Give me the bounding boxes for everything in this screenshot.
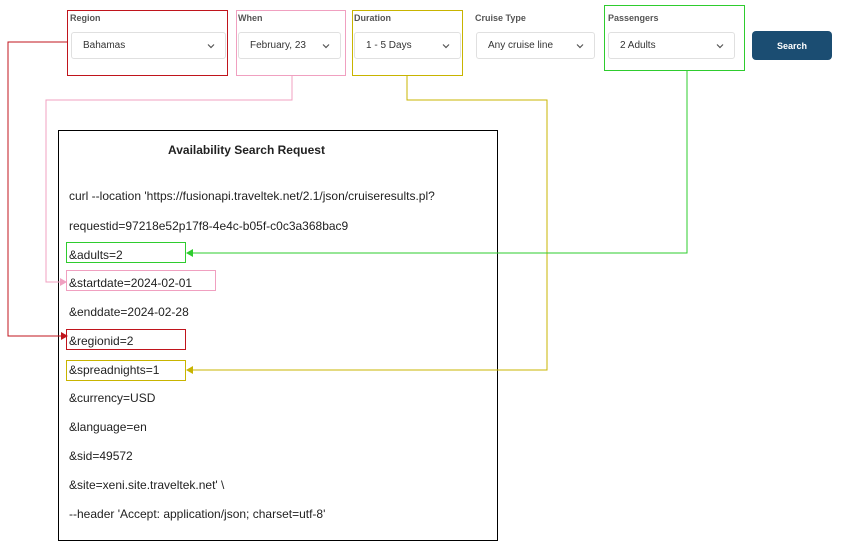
request-line: &enddate=2024-02-28 (69, 305, 189, 319)
duration-highlight (352, 10, 463, 76)
cruise-type-label: Cruise Type (475, 13, 526, 23)
spreadnights-param-highlight (66, 360, 186, 381)
duration-label: Duration (354, 13, 391, 23)
request-line: curl --location 'https://fusionapi.trave… (69, 189, 435, 203)
when-value: February, 23 (250, 40, 306, 51)
region-select[interactable]: Bahamas (71, 32, 226, 59)
duration-value: 1 - 5 Days (366, 40, 412, 51)
chevron-down-icon (322, 44, 330, 49)
chevron-down-icon (442, 44, 450, 49)
request-line: &spreadnights=1 (69, 363, 160, 377)
chevron-down-icon (716, 44, 724, 49)
passengers-value: 2 Adults (620, 40, 656, 51)
request-line: &site=xeni.site.traveltek.net' \ (69, 478, 225, 492)
startdate-param-highlight (66, 270, 216, 291)
request-line: &sid=49572 (69, 449, 133, 463)
request-title: Availability Search Request (168, 143, 325, 157)
region-highlight (67, 10, 228, 76)
chevron-down-icon (207, 44, 215, 49)
passengers-highlight (604, 5, 745, 71)
passengers-select[interactable]: 2 Adults (608, 32, 735, 59)
duration-select[interactable]: 1 - 5 Days (354, 32, 461, 59)
regionid-param-highlight (66, 329, 186, 350)
passengers-label: Passengers (608, 13, 659, 23)
request-line: requestid=97218e52p17f8-4e4c-b05f-c0c3a3… (69, 219, 349, 233)
adults-param-highlight (66, 242, 186, 263)
search-button[interactable]: Search (752, 31, 832, 60)
chevron-down-icon (576, 44, 584, 49)
request-line: --header 'Accept: application/json; char… (69, 507, 326, 521)
cruise-type-value: Any cruise line (488, 40, 554, 51)
when-select[interactable]: February, 23 (238, 32, 341, 59)
region-value: Bahamas (83, 40, 126, 51)
when-highlight (236, 10, 346, 76)
cruise-type-select[interactable]: Any cruise line (476, 32, 595, 59)
request-line: &language=en (69, 420, 147, 434)
region-label: Region (70, 13, 101, 23)
request-line: &currency=USD (69, 391, 156, 405)
request-line: &regionid=2 (69, 334, 134, 348)
when-label: When (238, 13, 263, 23)
